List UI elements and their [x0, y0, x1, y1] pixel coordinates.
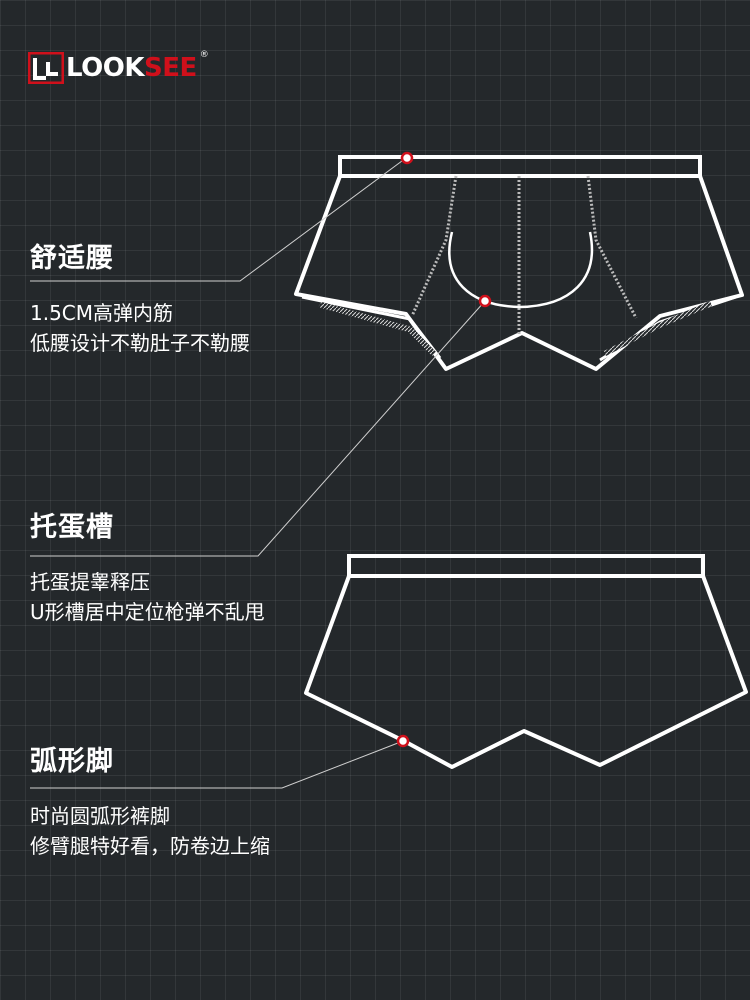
callout-line-waist — [30, 157, 407, 282]
back-body-outline — [304, 575, 748, 769]
feature-desc-leg: 时尚圆弧形裤脚 修臂腿特好看，防卷边上缩 — [30, 801, 270, 861]
brand-name: LOOKSEE — [66, 53, 197, 83]
front-view — [294, 155, 744, 371]
front-left-leg-hem — [301, 295, 442, 359]
feature-desc-line: 时尚圆弧形裤脚 — [30, 804, 170, 828]
front-right-seam — [586, 175, 638, 319]
registered-mark: ® — [199, 50, 209, 60]
feature-pouch: 托蛋槽 托蛋提睾释压 U形槽居中定位枪弹不乱甩 — [30, 511, 265, 627]
feature-desc-line: 修臂腿特好看，防卷边上缩 — [30, 834, 270, 858]
feature-desc-waist: 1.5CM高弹内筋 低腰设计不勒肚子不勒腰 — [30, 298, 250, 358]
callout-line-pouch — [30, 300, 486, 557]
callout-dot-waist — [400, 151, 414, 165]
callout-lines — [30, 157, 486, 789]
front-body-outline — [294, 175, 744, 371]
feature-desc-line: 托蛋提睾释压 — [30, 570, 150, 594]
feature-waist: 舒适腰 1.5CM高弹内筋 低腰设计不勒肚子不勒腰 — [30, 242, 250, 358]
callout-dot-pouch — [478, 294, 492, 308]
feature-title-waist: 舒适腰 — [30, 243, 114, 274]
feature-desc-line: U形槽居中定位枪弹不乱甩 — [30, 600, 265, 624]
feature-desc-line: 低腰设计不勒肚子不勒腰 — [30, 331, 250, 355]
feature-title-pouch: 托蛋槽 — [30, 512, 114, 543]
front-right-hem-stitch — [604, 301, 712, 356]
feature-desc-pouch: 托蛋提睾释压 U形槽居中定位枪弹不乱甩 — [30, 567, 265, 627]
brand-logo: LOOKSEE ® — [28, 50, 209, 86]
front-u-pouch — [448, 231, 594, 309]
front-left-seam — [410, 175, 458, 317]
callout-line-leg — [30, 740, 404, 789]
callout-dot-leg — [396, 734, 410, 748]
feature-title-leg: 弧形脚 — [30, 746, 114, 777]
feature-desc-line: 1.5CM高弹内筋 — [30, 301, 174, 325]
feature-leg: 弧形脚 时尚圆弧形裤脚 修臂腿特好看，防卷边上缩 — [30, 745, 270, 861]
back-waistband — [347, 554, 705, 578]
back-view — [304, 554, 748, 769]
callout-dots — [396, 151, 492, 748]
front-left-hem-stitch — [318, 302, 436, 356]
logo-mark-icon — [28, 52, 64, 84]
